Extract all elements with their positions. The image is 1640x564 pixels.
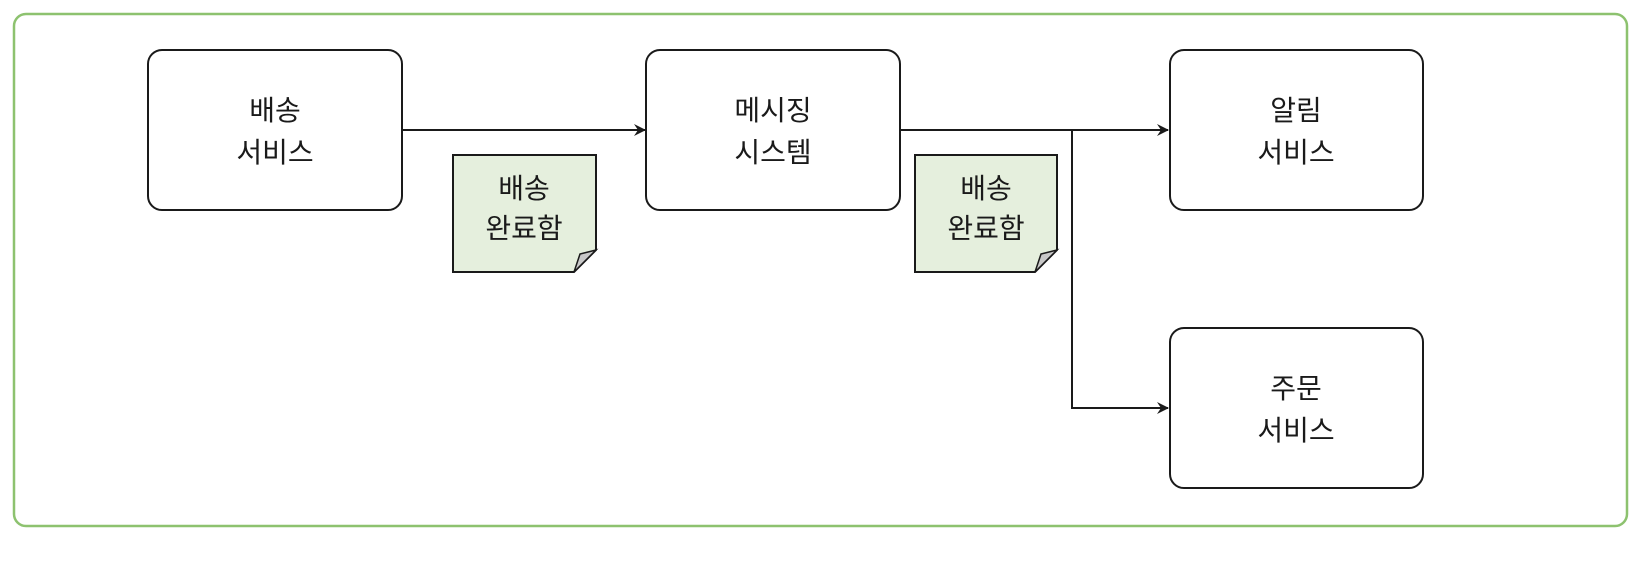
node-notification-service: 알림 서비스 — [1169, 49, 1424, 211]
message-note-1: 배송 완료함 — [452, 154, 599, 273]
message-label: 완료함 — [947, 212, 1024, 245]
message-label: 배송 — [498, 172, 550, 205]
node-label: 메시징 — [734, 94, 811, 127]
node-order-service: 주문 서비스 — [1169, 327, 1424, 489]
message-label: 완료함 — [485, 212, 562, 245]
folded-corner-icon — [573, 248, 599, 273]
node-label: 주문 — [1270, 372, 1322, 405]
folded-corner-icon — [1034, 248, 1060, 273]
node-label: 배송 — [249, 94, 301, 127]
node-label: 서비스 — [236, 136, 313, 169]
message-note-2: 배송 완료함 — [914, 154, 1060, 273]
node-shipping-service: 배송 서비스 — [147, 49, 403, 211]
node-label: 시스템 — [734, 136, 811, 169]
message-label: 배송 — [960, 172, 1012, 205]
edge-messaging-to-order — [1071, 130, 1169, 414]
node-label: 서비스 — [1257, 414, 1334, 447]
node-messaging-system: 메시징 시스템 — [645, 49, 901, 211]
node-label: 서비스 — [1257, 136, 1334, 169]
node-label: 알림 — [1270, 94, 1322, 127]
